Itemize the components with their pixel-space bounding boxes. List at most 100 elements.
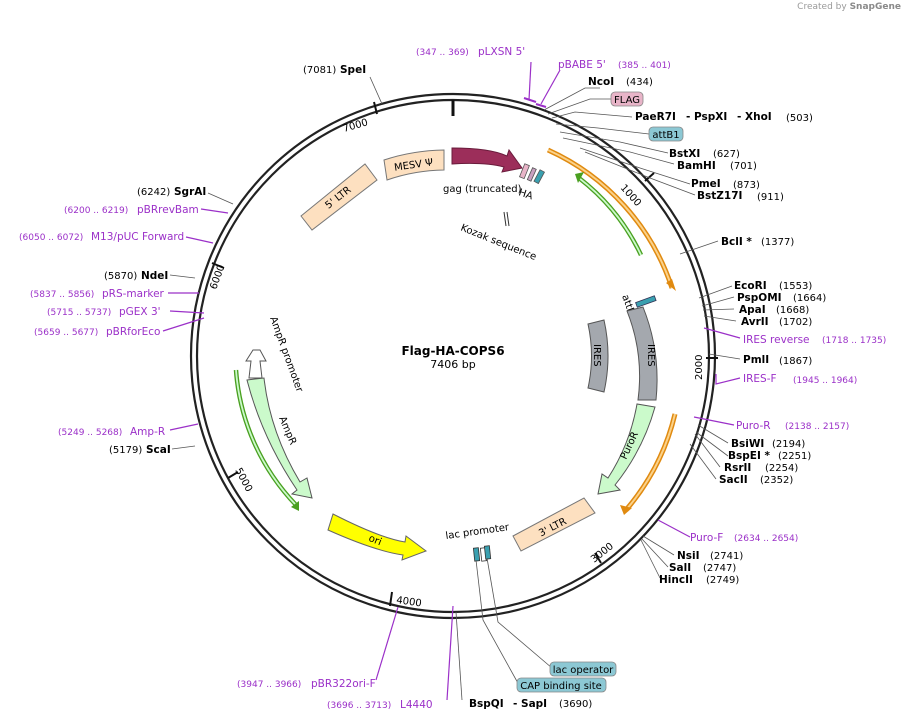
primer-position: (2634 .. 2654)	[734, 534, 798, 544]
primer-position: (1718 .. 1735)	[822, 336, 886, 346]
site-ndeI: NdeI	[141, 270, 168, 282]
site-position: (1867)	[779, 356, 812, 367]
site-position: (6242)	[137, 187, 170, 198]
site-nsiI: NsiI	[677, 550, 700, 562]
ampr-feature	[246, 377, 313, 499]
leader-line	[702, 308, 735, 311]
orf-arc-top-inner	[547, 149, 673, 289]
site-position: (5179)	[109, 445, 142, 456]
boxed-feature-labels: FLAG attB1 lac operator CAP binding site	[516, 91, 684, 693]
flag-tag-mark	[526, 167, 537, 182]
site-position: (2749)	[706, 575, 739, 586]
orf-arrowhead	[575, 172, 584, 183]
ires-inner-feature	[587, 319, 609, 393]
primer-leader	[169, 310, 205, 314]
primer-pgex3: pGEX 3'	[119, 306, 161, 318]
attb1-box	[648, 126, 684, 142]
leader-line	[551, 111, 633, 119]
leader-line	[547, 98, 611, 115]
ori-label: ori	[367, 533, 383, 548]
primer-pbrforeco: pBRforEco	[106, 326, 160, 338]
primer-leader	[715, 374, 741, 385]
leader-line	[475, 559, 520, 686]
leader-line	[697, 424, 729, 444]
ltr5-feature	[300, 163, 378, 231]
kozak-mark	[503, 211, 507, 227]
primer-labels: (347 .. 369) pLXSN 5' pBABE 5' (385 .. 4…	[19, 46, 886, 711]
tick-mark	[373, 101, 378, 115]
primer-position: (3947 .. 3966)	[237, 680, 301, 690]
primer-leader	[528, 61, 532, 101]
primer-puro-r: Puro-R	[736, 420, 771, 432]
ltr3-feature	[512, 497, 596, 552]
gag-label: gag (truncated)	[443, 184, 522, 195]
site-position: (434)	[626, 77, 653, 88]
tick-label: 2000	[694, 355, 705, 380]
site-avrII: AvrII	[741, 316, 769, 328]
ampr-promoter-feature	[245, 349, 267, 379]
orf-arrowhead	[291, 501, 299, 511]
primer-position: (5837 .. 5856)	[30, 290, 94, 300]
site-position: (1553)	[779, 281, 812, 292]
leader-line	[679, 240, 719, 255]
attb1-label: attB1	[652, 130, 679, 141]
leader-line	[559, 131, 669, 154]
site-rsrII: RsrII	[724, 462, 751, 474]
attb1-mark	[533, 169, 546, 185]
leader-line	[369, 76, 383, 105]
primer-position: (6200 .. 6219)	[64, 206, 128, 216]
orf-arc-green-left-inner	[235, 369, 297, 506]
site-position: (873)	[733, 180, 760, 191]
leader-lines	[169, 76, 741, 701]
kozak-mark	[506, 211, 510, 227]
site-pmeI: PmeI	[691, 178, 721, 190]
primer-leader	[375, 606, 399, 681]
leader-line	[701, 296, 735, 307]
site-position: (2254)	[765, 463, 798, 474]
site-pmlI: PmlI	[743, 354, 769, 366]
primer-leader	[540, 69, 561, 105]
plasmid-name: Flag-HA-COPS6	[401, 344, 504, 358]
watermark-prefix: Created by	[797, 2, 847, 12]
site-speI: SpeI	[340, 64, 366, 76]
tick-label: 4000	[396, 595, 423, 609]
primer-position: (6050 .. 6072)	[19, 233, 83, 243]
leader-line	[708, 353, 741, 360]
site-xhoI: - XhoI	[737, 111, 772, 123]
ires-inner-label: IRES	[591, 344, 602, 367]
site-position: (2747)	[703, 563, 736, 574]
leader-line	[171, 445, 196, 450]
leader-line	[695, 431, 729, 457]
primer-leader	[657, 519, 691, 538]
leader-line	[641, 538, 669, 568]
leader-line	[455, 611, 463, 701]
site-ecoRI: EcoRI	[734, 280, 767, 292]
leader-line	[486, 557, 553, 669]
site-pspXI: - PspXI	[686, 111, 727, 123]
attb2-feature	[635, 295, 657, 308]
tick-mark	[594, 552, 602, 564]
site-position: (2251)	[778, 451, 811, 462]
primer-position: (3696 .. 3713)	[327, 701, 391, 711]
primer-leader	[185, 236, 214, 244]
orf-arc-bottom-inner	[625, 413, 676, 511]
orf-arc-green-top-inner	[578, 177, 642, 256]
primer-leader	[446, 605, 454, 701]
primer-l4440: L4440	[400, 699, 433, 711]
ires-feature	[626, 306, 658, 401]
tick-mark	[644, 172, 655, 182]
leader-line	[543, 87, 600, 111]
primer-amp-r: Amp-R	[130, 426, 165, 438]
site-sgrAI: SgrAI	[174, 186, 206, 198]
primer-leader	[703, 327, 741, 339]
primer-pbrrevbam: pBRrevBam	[137, 204, 199, 216]
primer-mark	[535, 103, 547, 108]
site-bspEI: BspEI *	[728, 450, 771, 462]
lac-promoter-mark	[472, 547, 481, 562]
orf-arc-top	[546, 147, 675, 289]
primer-position: (1945 .. 1964)	[793, 376, 857, 386]
primer-puro-f: Puro-F	[690, 532, 723, 544]
primer-leader	[162, 317, 205, 332]
primer-ires-reverse: IRES reverse	[743, 334, 810, 346]
